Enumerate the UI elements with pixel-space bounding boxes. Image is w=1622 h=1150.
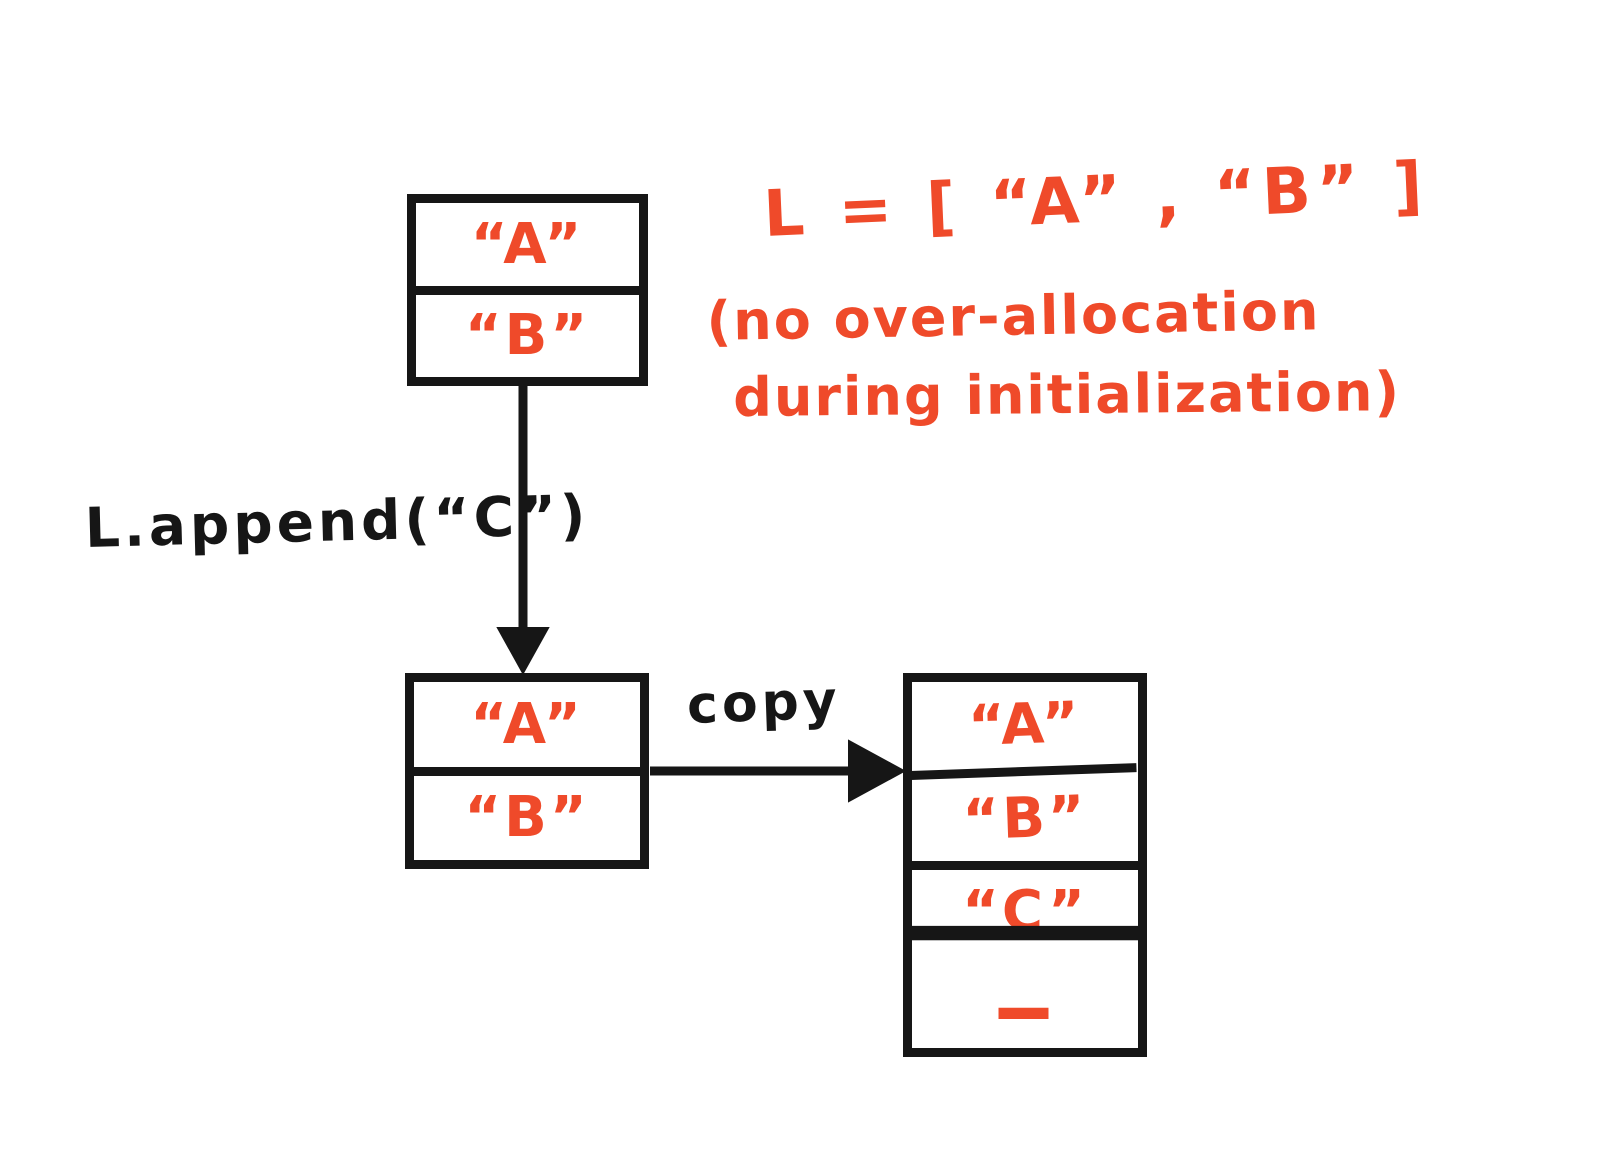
list-cell-a: “A” [470,211,585,277]
list-cell-b: “B” [910,762,1140,865]
list-after-append-box: “A” “B” “C” — [903,673,1147,1060]
list-before-copy-box: “A” “B” [405,673,649,869]
append-call-label: L.append(“C”) [84,482,591,560]
list-cell-a: “A” [967,689,1083,759]
list-cell-b: “B” [416,285,639,378]
copy-label: copy [686,670,842,736]
copy-arrow-right-icon [650,739,907,803]
no-overallocation-annotation-line1: (no over-allocation [706,279,1321,353]
list-literal-annotation: L = [ “A” , “B” ] [762,148,1430,252]
empty-slot-dash: — [912,926,1138,1076]
list-cell-a: “A” [470,691,584,757]
list-cell-b: “B” [414,766,640,861]
initial-list-box: “A” “B” [407,194,648,386]
no-overallocation-annotation-line2: during initialization) [733,360,1402,429]
